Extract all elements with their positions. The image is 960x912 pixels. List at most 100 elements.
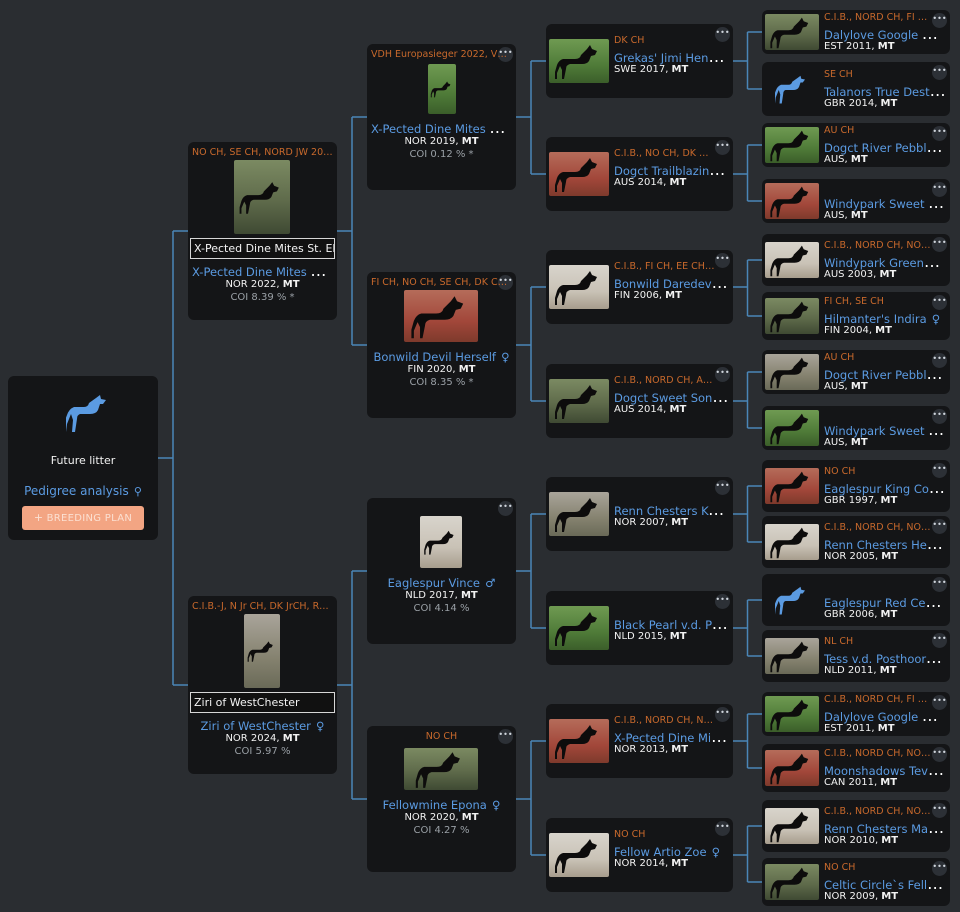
more-options-button[interactable]: ••• [715, 707, 730, 722]
more-options-button[interactable]: ••• [715, 253, 730, 268]
more-options-button[interactable]: ••• [498, 729, 513, 744]
dog-photo[interactable] [549, 719, 609, 763]
dog-photo[interactable] [549, 492, 609, 536]
more-options-button[interactable]: ••• [932, 126, 947, 141]
more-options-button[interactable]: ••• [932, 295, 947, 310]
dog-photo[interactable] [549, 833, 609, 877]
more-options-button[interactable]: ••• [932, 633, 947, 648]
dog-photo[interactable] [234, 160, 290, 234]
dog-name-link[interactable]: X-Pected Dine Mites Why … [371, 122, 512, 136]
dog-card-gen4[interactable]: •••C.I.B., NORD CH, NO CH, D…Moonshadows… [762, 744, 950, 792]
more-options-button[interactable]: ••• [715, 367, 730, 382]
sex-icon: ♂ [485, 576, 496, 590]
dog-photo[interactable] [765, 696, 819, 732]
dog-photo[interactable] [765, 14, 819, 50]
dog-silhouette-icon[interactable] [765, 71, 819, 107]
dog-silhouette-icon[interactable] [765, 582, 819, 618]
more-options-button[interactable]: ••• [932, 13, 947, 28]
dog-name-link[interactable]: X-Pected Dine Mites St. Elmo [192, 265, 333, 279]
more-options-button[interactable]: ••• [932, 237, 947, 252]
dog-photo[interactable] [765, 808, 819, 844]
dog-photo[interactable] [765, 127, 819, 163]
dog-card-gen2[interactable]: •••VDH Europasieger 2022, VDH Ba…X-Pecte… [367, 44, 516, 190]
dog-photo[interactable] [549, 379, 609, 423]
dog-card-gen4[interactable]: •••Windypark Sweet Jen… AUS, MT [762, 179, 950, 223]
dog-card-gen4[interactable]: •••C.I.B., NORD CH, FI CH, JW…Dalylove G… [762, 692, 950, 736]
dog-name-link[interactable]: Bonwild Devil Herself ♀ [373, 350, 510, 364]
dog-photo[interactable] [765, 750, 819, 786]
more-options-button[interactable]: ••• [715, 821, 730, 836]
dog-photo[interactable] [420, 516, 462, 568]
dog-card-gen4[interactable]: •••C.I.B., NORD CH, NO CH, S…Windypark G… [762, 234, 950, 286]
more-options-button[interactable]: ••• [715, 594, 730, 609]
dog-card-gen1[interactable]: •••C.I.B.-J, N Jr CH, DK JrCH, ROJV 20…Z… [188, 596, 337, 774]
dog-photo[interactable] [765, 242, 819, 278]
dog-photo[interactable] [244, 614, 280, 688]
dog-photo[interactable] [765, 524, 819, 560]
breeding-plan-button[interactable]: + BREEDING PLAN [22, 506, 144, 530]
dog-photo[interactable] [765, 298, 819, 334]
dog-photo[interactable] [404, 748, 478, 790]
dog-name-link[interactable]: Ziri of WestChester ♀ [200, 719, 325, 733]
more-options-button[interactable]: ••• [715, 480, 730, 495]
dog-country-year: NOR 2005, MT [824, 551, 899, 562]
dog-photo[interactable] [428, 64, 456, 114]
more-options-button[interactable]: ••• [715, 27, 730, 42]
dog-photo[interactable] [549, 606, 609, 650]
dog-card-gen4[interactable]: •••C.I.B., NORD CH, NO CH, S…Renn Cheste… [762, 800, 950, 852]
more-options-button[interactable]: ••• [932, 65, 947, 80]
more-options-button[interactable]: ••• [932, 182, 947, 197]
dog-photo[interactable] [765, 410, 819, 446]
dog-card-gen4[interactable]: •••C.I.B., NORD CH, FI CH, JW…Dalylove G… [762, 10, 950, 54]
dog-title: C.I.B., NORD CH, NO CH, S… [824, 240, 932, 251]
more-options-button[interactable]: ••• [498, 275, 513, 290]
dog-country-year: AUS 2003, MT [824, 269, 897, 280]
dog-card-gen3[interactable]: •••Black Pearl v.d. Posth… NLD 2015, MT [546, 591, 733, 665]
dog-card-gen3[interactable]: •••C.I.B., NORD CH, AU CH, FI…Dogct Swee… [546, 364, 733, 438]
more-options-button[interactable]: ••• [932, 803, 947, 818]
more-options-button[interactable]: ••• [498, 47, 513, 62]
more-options-button[interactable]: ••• [498, 501, 513, 516]
more-options-button[interactable]: ••• [715, 140, 730, 155]
dog-photo[interactable] [549, 265, 609, 309]
pedigree-analysis-link[interactable]: Pedigree analysis ⚲ [24, 484, 142, 498]
more-options-button[interactable]: ••• [932, 409, 947, 424]
more-options-button[interactable]: ••• [932, 463, 947, 478]
dog-card-gen3[interactable]: •••C.I.B., NO CH, DK CH, NOR…Dogct Trail… [546, 137, 733, 211]
more-options-button[interactable]: ••• [932, 519, 947, 534]
more-options-button[interactable]: ••• [932, 577, 947, 592]
dog-name-link[interactable]: Fellowmine Epona ♀ [382, 798, 501, 812]
dog-card-gen3[interactable]: •••Renn Chesters Kong L… NOR 2007, MT [546, 477, 733, 551]
more-options-button[interactable]: ••• [932, 353, 947, 368]
dog-photo[interactable] [765, 638, 819, 674]
more-options-button[interactable]: ••• [932, 747, 947, 762]
dog-photo[interactable] [549, 39, 609, 83]
dog-card-gen3[interactable]: •••C.I.B., NORD CH, NO JW 2…X-Pected Din… [546, 704, 733, 778]
dog-card-gen2[interactable]: •••FI CH, NO CH, SE CH, DK CH, NO…Bonwil… [367, 272, 516, 418]
dog-photo[interactable] [765, 183, 819, 219]
dog-card-gen4[interactable]: •••Windypark Sweet Jen… AUS, MT [762, 406, 950, 450]
dog-photo[interactable] [404, 290, 478, 342]
dog-photo[interactable] [765, 864, 819, 900]
dog-card-gen4[interactable]: •••C.I.B., NORD CH, NO CH, D…Renn Cheste… [762, 516, 950, 568]
dog-card-gen3[interactable]: •••C.I.B., FI CH, EE CH, EE VC…Bonwild D… [546, 250, 733, 324]
dog-name-link[interactable]: Eaglespur Vince ♂ [387, 576, 496, 590]
dog-photo[interactable] [549, 152, 609, 196]
more-options-button[interactable]: ••• [932, 695, 947, 710]
dog-photo[interactable] [765, 468, 819, 504]
dog-photo[interactable] [765, 354, 819, 390]
more-options-button[interactable]: ••• [932, 861, 947, 876]
dog-card-gen4[interactable]: •••Eaglespur Red Cedar ♂GBR 2006, MT [762, 574, 950, 626]
